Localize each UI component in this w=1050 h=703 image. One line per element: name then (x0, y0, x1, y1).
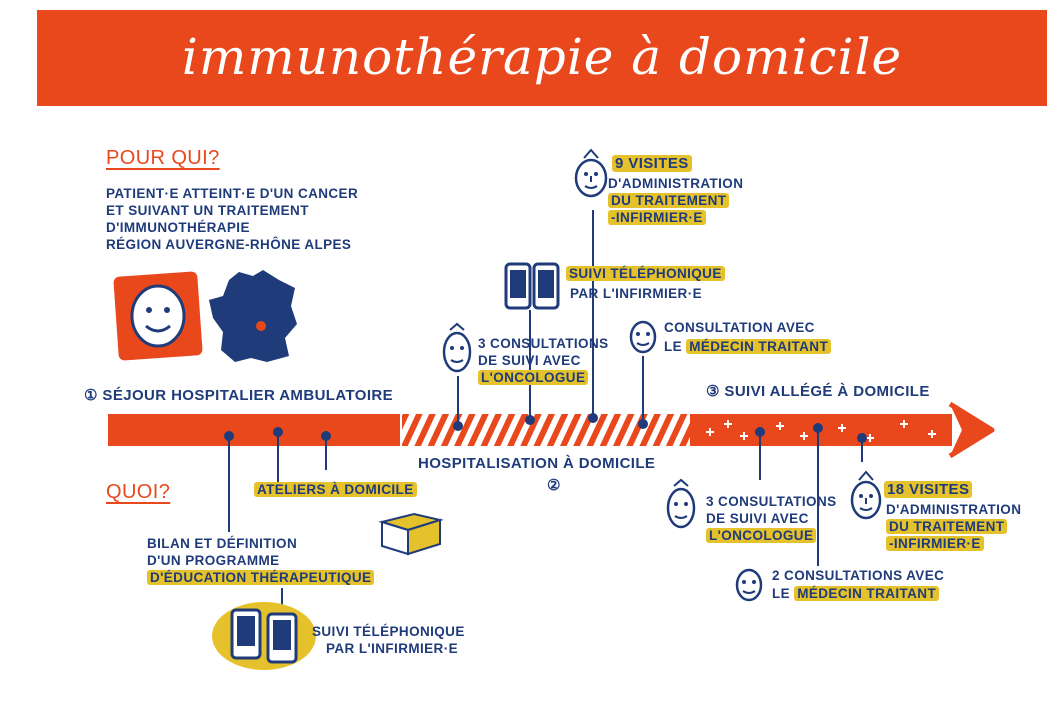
nurse-icon (574, 148, 608, 198)
phase1-bar (108, 414, 400, 446)
phase3-stars (706, 420, 936, 442)
pour-qui-line-1: PATIENT·E ATTEINT·E D'UN CANCER (106, 186, 359, 201)
patient-face-icon (113, 271, 203, 361)
phase1-label: ① SÉJOUR HOSPITALIER AMBULATOIRE (84, 387, 394, 404)
phase2-med-prefix: LE (664, 339, 683, 354)
bilan-highlight: D'ÉDUCATION THÉRAPEUTIQUE (147, 570, 375, 585)
phase3-onco-line-2: DE SUIVI AVEC (706, 511, 809, 526)
quoi-heading: QUOI? (106, 481, 171, 503)
ateliers-label: ATELIERS À DOMICILE (254, 482, 417, 497)
page-title: immunothérapie à domicile (181, 28, 903, 86)
phase3-med-prefix: LE (772, 586, 791, 601)
france-map-icon (209, 270, 297, 362)
phase3-oncologist-icon (666, 478, 696, 529)
phase2-visites-line-2: DU TRAITEMENT (608, 193, 730, 208)
phase3-onco-highlight: L'ONCOLOGUE (706, 528, 817, 543)
phase2-visites-line-3: -INFIRMIER·E (608, 210, 706, 225)
phase2-onco-highlight: L'ONCOLOGUE (478, 370, 589, 385)
phase2-visites-highlight: 9 VISITES (612, 155, 692, 172)
phase1-suivi-line-2: PAR L'INFIRMIER·E (326, 641, 459, 656)
phase2-suivi-highlight: SUIVI TÉLÉPHONIQUE (566, 266, 725, 281)
phase3-nurse-icon (850, 470, 882, 520)
bilan-line-1: BILAN ET DÉFINITION (147, 536, 298, 551)
pour-qui-line-3: D'IMMUNOTHÉRAPIE (106, 220, 250, 235)
pour-qui-line-2: ET SUIVANT UN TRAITEMENT (106, 203, 309, 218)
phase2-number: ② (547, 477, 561, 494)
phase2-label: HOSPITALISATION À DOMICILE (418, 455, 656, 472)
phase3-med-highlight: MÉDECIN TRAITANT (794, 586, 940, 601)
phase2-visites-line-1: D'ADMINISTRATION (608, 176, 744, 191)
doctor-icon (629, 320, 657, 354)
phase3-visites-highlight: 18 VISITES (884, 481, 973, 498)
phase2-med-highlight: MÉDECIN TRAITANT (686, 339, 832, 354)
oncologist-icon (442, 322, 472, 373)
phase3-label: ③ SUIVI ALLÉGÉ À DOMICILE (706, 383, 930, 400)
phase2-suivi-sub: PAR L'INFIRMIER·E (570, 286, 703, 301)
phase3-visites-line-3: -INFIRMIER·E (886, 536, 984, 551)
box-icon (378, 512, 444, 556)
phase2-phones-icon (504, 262, 560, 310)
phase3-doctor-icon (735, 568, 763, 602)
phase3-visites-line-1: D'ADMINISTRATION (886, 502, 1022, 517)
phase2-bar (402, 414, 690, 446)
pour-qui-line-4: RÉGION AUVERGNE-RHÔNE ALPES (106, 237, 352, 252)
phase2-onco-line-1: 3 CONSULTATIONS (478, 336, 609, 351)
phase3-onco-line-1: 3 CONSULTATIONS (706, 494, 837, 509)
phase3-med-line-1: 2 CONSULTATIONS AVEC (772, 568, 945, 583)
bilan-line-2: D'UN PROGRAMME (147, 553, 280, 568)
phase2-med-line-1: CONSULTATION AVEC (664, 320, 815, 335)
phones-icon (212, 602, 316, 670)
pour-qui-heading: POUR QUI? (106, 147, 220, 169)
phase2-onco-line-2: DE SUIVI AVEC (478, 353, 581, 368)
timeline-arrowhead (950, 404, 992, 456)
phase1-suivi-line-1: SUIVI TÉLÉPHONIQUE (312, 624, 465, 639)
phase3-visites-line-2: DU TRAITEMENT (886, 519, 1008, 534)
title-banner: immunothérapie à domicile (37, 10, 1047, 106)
